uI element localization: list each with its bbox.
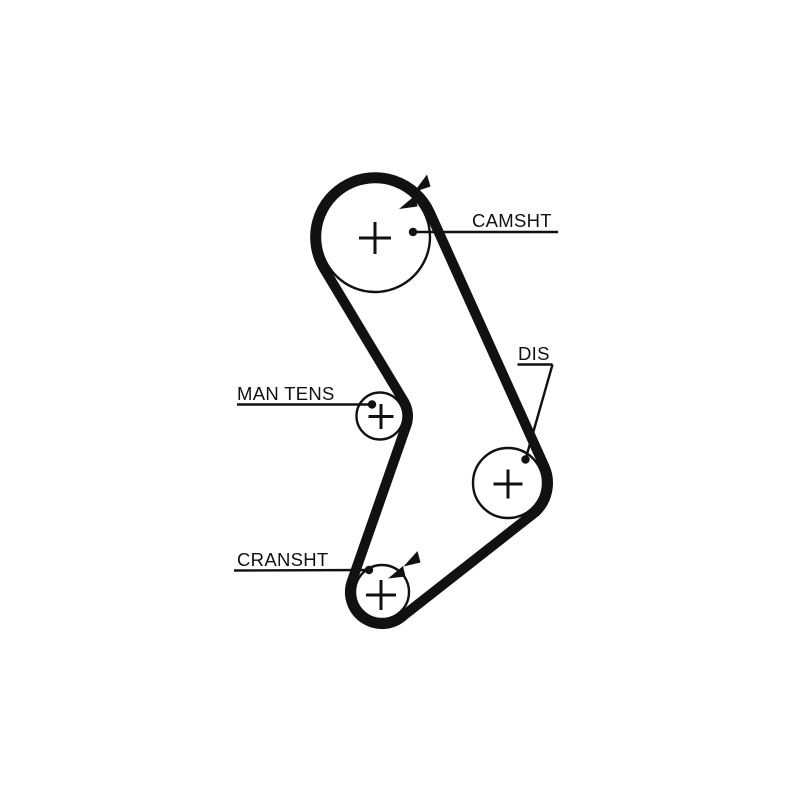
camshaft-center-cross: [359, 222, 391, 254]
distributor-leader-line: [524, 364, 554, 460]
tensioner-leader-dot: [367, 400, 377, 409]
camshaft-rotation-arrow-icon: [414, 174, 431, 192]
distributor-center-cross: [493, 469, 523, 499]
camshaft-label: CAMSHT: [472, 210, 552, 231]
crankshaft-center-cross: [366, 580, 396, 610]
camshaft-rotation-arrow2-icon: [399, 195, 418, 209]
crankshaft-rotation-arrow-icon: [403, 551, 421, 567]
distributor-label: DIS: [518, 343, 550, 364]
crankshaft-leader-line: [233, 568, 370, 572]
tensioner-label: MAN TENS: [237, 383, 335, 404]
crankshaft-leader-dot: [364, 565, 374, 575]
camshaft-leader-dot: [408, 227, 418, 237]
crankshaft-label: CRANSHT: [237, 549, 329, 570]
distributor-leader-dot: [521, 455, 530, 464]
timing-belt-path: [310, 172, 553, 630]
crankshaft-rotation-arrow2-icon: [388, 566, 406, 579]
tensioner-center-cross: [368, 404, 394, 429]
